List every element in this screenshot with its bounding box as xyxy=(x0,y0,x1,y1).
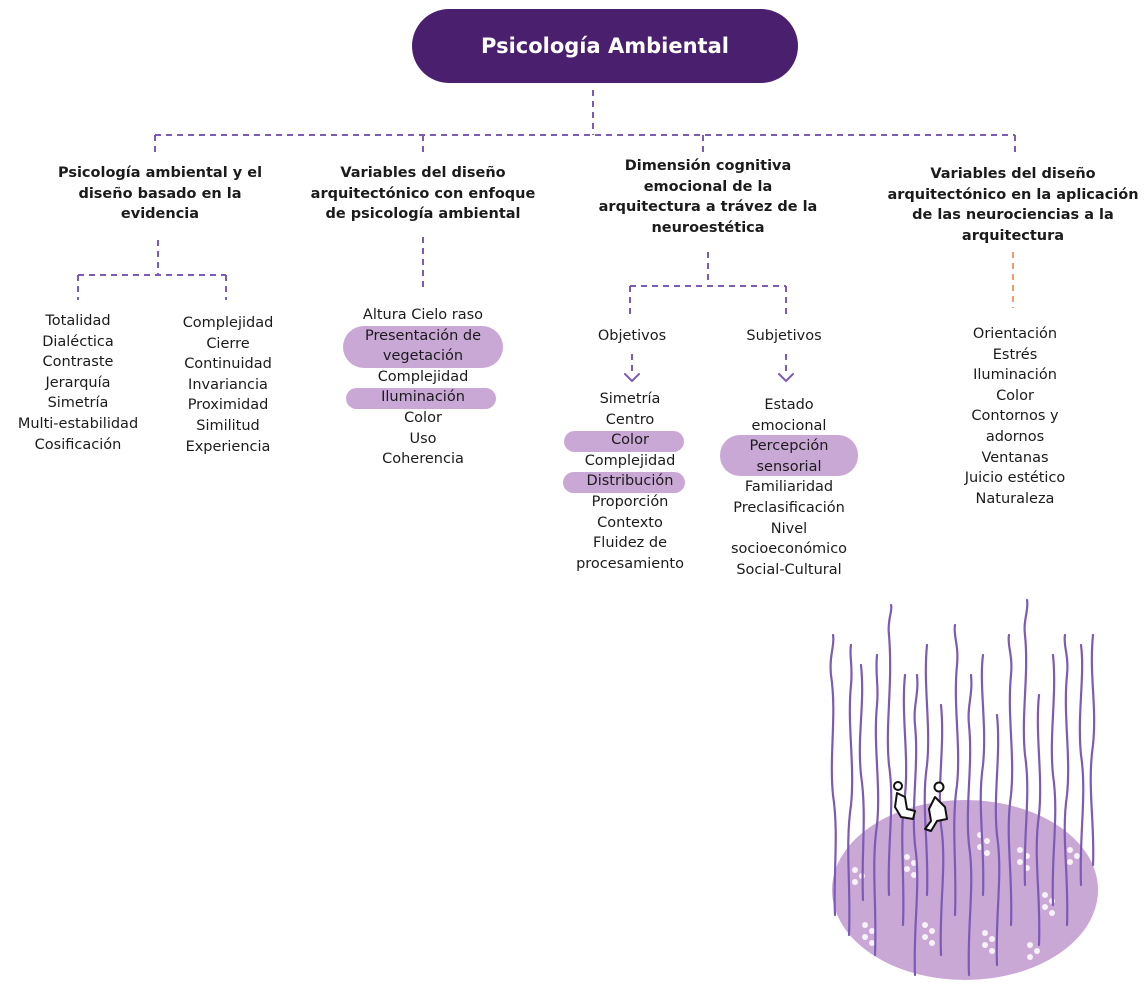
list-item: Uso xyxy=(409,430,437,447)
title: Psicología Ambiental xyxy=(481,34,729,58)
heading-line: neuroestética xyxy=(651,219,765,236)
list-item: Complejidad xyxy=(377,368,469,385)
list-item: Multi-estabilidad xyxy=(17,415,139,432)
list-item: Cosificación xyxy=(34,436,122,453)
heading-line: arquitectura a trávez de la xyxy=(598,199,818,215)
arrow-down-icon xyxy=(624,373,640,383)
list-item: Color xyxy=(404,409,442,426)
title-pill: Psicología Ambiental xyxy=(412,9,798,83)
heading-line: Variables del diseño xyxy=(930,166,1096,182)
list-item: Cierre xyxy=(206,335,250,352)
branch-4-list: Orientación Estrés Iluminación Color Con… xyxy=(942,324,1088,509)
list-item: Fluidez de xyxy=(592,535,668,552)
sub-branch-objetivos: Objetivos xyxy=(597,328,667,344)
heading-line: arquitectónico en la aplicación xyxy=(887,186,1139,203)
list-item: adornos xyxy=(985,428,1045,445)
highlight-iluminacion xyxy=(346,388,496,409)
list-item: Preclasificación xyxy=(733,499,845,516)
subjetivos-list: Estado emocional Percepción sensorial Fa… xyxy=(707,395,871,580)
list-item: Contraste xyxy=(42,354,114,371)
people-among-stalks-icon xyxy=(829,598,1098,980)
branch-2-heading: Variables del diseño arquitectónico con … xyxy=(290,163,556,225)
sub-branch-subjetivos: Subjetivos xyxy=(746,328,822,344)
branch-1-list-left: Totalidad Dialéctica Contraste Jerarquía… xyxy=(4,311,152,455)
branch-1-heading: Psicología ambiental y el diseño basado … xyxy=(55,163,265,225)
heading-line: Dimensión cognitiva xyxy=(624,158,792,174)
list-item: Estado xyxy=(764,397,814,413)
list-item: Coherencia xyxy=(382,451,464,468)
list-item: Similitud xyxy=(196,417,260,434)
list-item: Simetría xyxy=(599,391,661,407)
highlight-presentacion-vegetacion xyxy=(343,326,503,368)
list-item: Nivel xyxy=(770,520,808,537)
highlight-distribucion xyxy=(563,472,685,493)
list-item: Orientación xyxy=(972,326,1058,342)
list-item: Continuidad xyxy=(184,356,272,373)
list-item: Naturaleza xyxy=(975,490,1055,507)
list-item: Juicio estético xyxy=(964,470,1066,487)
heading-line: Psicología ambiental y el xyxy=(57,165,263,181)
list-item: Percepción xyxy=(749,438,829,455)
list-item: procesamiento xyxy=(576,555,684,572)
list-item: Presentación de xyxy=(364,327,482,344)
list-item: Dialéctica xyxy=(42,333,114,350)
objetivos-list: Simetría Centro Color Complejidad Distri… xyxy=(560,389,700,574)
list-item: Iluminación xyxy=(973,367,1057,384)
branch-4-heading: Variables del diseño arquitectónico en l… xyxy=(882,164,1144,246)
list-item: Centro xyxy=(605,411,655,428)
list-item: emocional xyxy=(751,417,827,434)
list-item: Proximidad xyxy=(187,397,269,414)
heading-line: Variables del diseño xyxy=(340,165,506,181)
list-item: Experiencia xyxy=(185,438,271,455)
list-item: Altura Cielo raso xyxy=(362,307,484,323)
heading-line: de psicología ambiental xyxy=(325,206,521,222)
list-item: Contexto xyxy=(597,514,663,531)
heading-line: arquitectónico con enfoque xyxy=(310,185,536,202)
list-item: Estrés xyxy=(992,346,1038,363)
list-item: Ventanas xyxy=(981,449,1049,466)
highlight-percepcion-sensorial xyxy=(720,435,858,476)
branch-1-list-right: Complejidad Cierre Continuidad Invarianc… xyxy=(166,313,290,457)
connector-branch-1 xyxy=(77,240,227,300)
highlight-color xyxy=(564,431,684,452)
heading-line: diseño basado en la xyxy=(78,185,242,202)
list-item: Social-Cultural xyxy=(736,561,842,578)
list-item: Invariancia xyxy=(188,376,268,393)
list-item: Familiaridad xyxy=(744,479,834,496)
heading-line: arquitectura xyxy=(961,227,1065,244)
list-item: Iluminación xyxy=(381,389,465,406)
connector-branch-3 xyxy=(629,252,787,318)
list-item: sensorial xyxy=(756,458,822,475)
list-item: Color xyxy=(611,432,649,449)
list-item: Proporción xyxy=(591,493,669,510)
list-item: Complejidad xyxy=(182,315,274,331)
list-item: vegetación xyxy=(382,348,464,365)
branch-3-heading: Dimensión cognitiva emocional de la arqu… xyxy=(585,156,831,238)
heading-line: emocional de la xyxy=(643,178,773,195)
list-item: Complejidad xyxy=(584,452,676,469)
list-item: socioeconómico xyxy=(730,541,848,558)
arrow-down-icon xyxy=(778,373,794,383)
list-item: Color xyxy=(996,387,1034,404)
heading-line: de las neurociencias a la xyxy=(912,207,1114,223)
list-item: Contornos y xyxy=(971,408,1059,425)
list-item: Jerarquía xyxy=(45,374,111,391)
list-item: Distribución xyxy=(586,473,674,490)
list-item: Totalidad xyxy=(45,313,111,329)
list-item: Simetría xyxy=(47,395,109,412)
branch-2-list: Altura Cielo raso Presentación de vegeta… xyxy=(333,305,513,470)
heading-line: evidencia xyxy=(120,206,200,222)
